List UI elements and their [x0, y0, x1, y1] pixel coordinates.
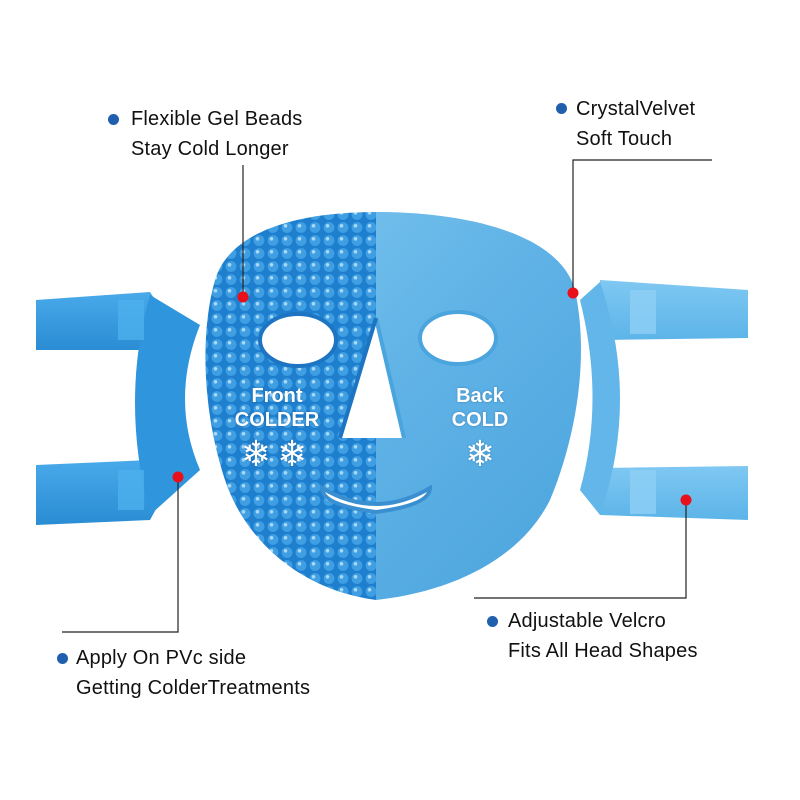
marker-velcro — [680, 494, 692, 506]
snowflake-icon: ❄❄ — [240, 433, 314, 474]
callout-pvc-side-line2: Getting ColderTreatments — [76, 677, 311, 699]
front-side-label: Front COLDER ❄❄ — [222, 384, 332, 476]
callout-pvc-side-line1: Apply On PVc side — [76, 647, 247, 669]
back-label-line2: COLD — [451, 409, 509, 431]
leader-lines — [62, 159, 712, 633]
marker-pvc-side — [172, 471, 184, 483]
back-side-label: Back COLD ❄ — [425, 384, 535, 476]
right-strap — [580, 280, 748, 520]
callout-gel-beads: Flexible Gel Beads Stay Cold Longer — [131, 104, 302, 164]
callout-velvet: CrystalVelvet Soft Touch — [576, 94, 695, 154]
red-markers — [172, 287, 692, 506]
snowflake-icon: ❄ — [464, 433, 496, 474]
callout-velvet-line1: CrystalVelvet — [576, 98, 696, 120]
bullet-icon — [57, 653, 68, 664]
callout-velcro-line1: Adjustable Velcro — [508, 610, 666, 632]
callout-velcro: Adjustable Velcro Fits All Head Shapes — [508, 606, 698, 666]
back-label-line1: Back — [456, 385, 504, 407]
callout-gel-beads-line2: Stay Cold Longer — [131, 138, 289, 160]
bullet-icon — [108, 114, 119, 125]
callout-gel-beads-line1: Flexible Gel Beads — [131, 108, 303, 130]
marker-gel-beads — [237, 291, 249, 303]
left-strap — [36, 292, 200, 525]
bullet-icon — [487, 616, 498, 627]
bullet-icon — [556, 103, 567, 114]
callout-velvet-line2: Soft Touch — [576, 128, 673, 150]
marker-velvet — [567, 287, 579, 299]
callout-velcro-line2: Fits All Head Shapes — [508, 640, 698, 662]
front-label-line1: Front — [251, 385, 303, 407]
callout-pvc-side: Apply On PVc side Getting ColderTreatmen… — [76, 643, 310, 703]
front-label-line2: COLDER — [234, 409, 320, 431]
